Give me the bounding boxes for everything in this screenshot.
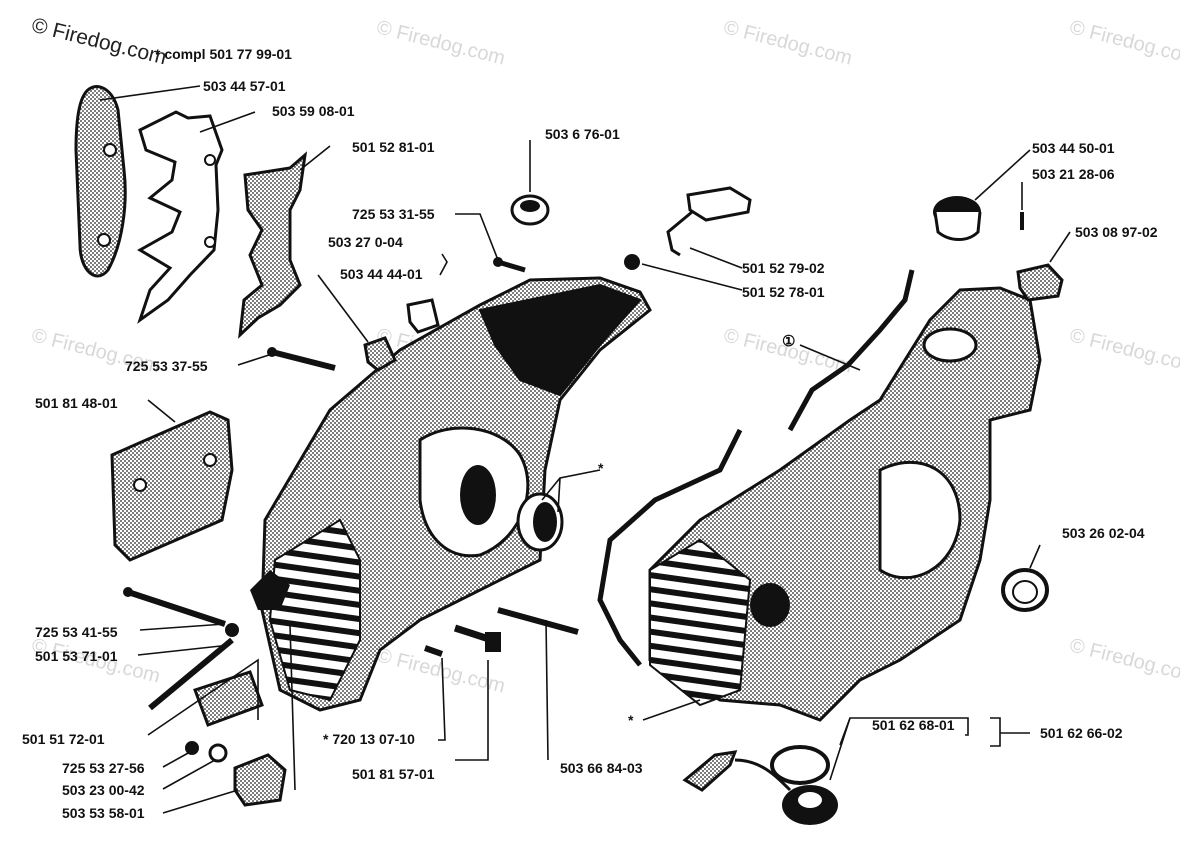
label-501-62-68-01: 501 62 68-01 <box>872 717 955 733</box>
sprocket-cover-plate <box>137 110 224 324</box>
pin-503-66-84-03 <box>497 607 579 635</box>
label-725-53-27-56: 725 53 27-56 <box>62 760 145 776</box>
crankcase-right <box>648 286 1042 722</box>
rubber-buffer-503-44-44-01 <box>363 336 397 372</box>
pin-720-13-07-10 <box>424 645 443 657</box>
label-501-62-66-02: 501 62 66-02 <box>1040 725 1123 741</box>
label-star-mid: * <box>598 460 604 476</box>
guide-plate <box>110 410 234 562</box>
label-501-53-71-01: 501 53 71-01 <box>35 648 118 664</box>
clip-503-08-97-02 <box>1016 263 1064 302</box>
nut-725-53-27-56 <box>185 741 199 755</box>
fuel-cap <box>782 785 838 825</box>
fuel-cap-strap <box>682 750 792 792</box>
grommet-503-6-76-01 <box>510 194 550 226</box>
switch-501-52-79-02 <box>666 186 752 257</box>
label-501-52-81-01: 501 52 81-01 <box>352 139 435 155</box>
label-725-53-41-55: 725 53 41-55 <box>35 624 118 640</box>
label-501-81-57-01: 501 81 57-01 <box>352 766 435 782</box>
label-503-53-58-01: 503 53 58-01 <box>62 805 145 821</box>
label-720-13-07-10: * 720 13 07-10 <box>323 731 415 747</box>
label-503-44-57-01: 503 44 57-01 <box>203 78 286 94</box>
bolt-501-53-71-01 <box>148 623 239 711</box>
label-503-23-00-42: 503 23 00-42 <box>62 782 145 798</box>
cover-plate-left <box>74 85 127 278</box>
washer-503-23-00-42 <box>208 743 228 763</box>
gasket-outer <box>597 428 743 667</box>
label-501-52-79-02: 501 52 79-02 <box>742 260 825 276</box>
label-725-53-31-55: 725 53 31-55 <box>352 206 435 222</box>
screw-725-53-31-55 <box>493 257 526 273</box>
label-star-bottom: * <box>628 712 634 728</box>
bolt-725-53-37-55 <box>267 347 336 371</box>
rubber-buffer-503-27-0-04 <box>406 298 440 334</box>
oil-cap-503-44-50-01 <box>933 196 982 241</box>
leader-lines <box>99 85 1071 814</box>
label-ref-1: ① <box>782 333 796 350</box>
label-503-44-50-01: 503 44 50-01 <box>1032 140 1115 156</box>
bracket-503-53-58-01 <box>233 753 287 807</box>
label-503-44-44-01: 503 44 44-01 <box>340 266 423 282</box>
seal-503-26-02-04 <box>1001 568 1049 612</box>
label-725-53-37-55: 725 53 37-55 <box>125 358 208 374</box>
label-503-27-0-04: 503 27 0-04 <box>328 234 403 250</box>
fuel-cap-ring-501-62-68-01 <box>770 745 830 785</box>
inner-cover-plate <box>238 151 308 339</box>
label-503-6-76-01: 503 6 76-01 <box>545 126 620 142</box>
label-503-08-97-02: 503 08 97-02 <box>1075 224 1158 240</box>
label-501-81-48-01: 501 81 48-01 <box>35 395 118 411</box>
label-501-51-72-01: 501 51 72-01 <box>22 731 105 747</box>
stud-501-81-57-01 <box>453 624 501 652</box>
gasket-1 <box>787 269 915 432</box>
label-503-59-08-01: 503 59 08-01 <box>272 103 355 119</box>
label-503-66-84-03: 503 66 84-03 <box>560 760 643 776</box>
bolt-725-53-41-55 <box>123 587 226 627</box>
label-503-21-28-06: 503 21 28-06 <box>1032 166 1115 182</box>
label-503-26-02-04: 503 26 02-04 <box>1062 525 1145 541</box>
crankcase-left <box>250 276 652 712</box>
plug-501-52-78-01 <box>624 254 640 270</box>
label-compl-501-77-99-01: * compl 501 77 99-01 <box>155 46 292 62</box>
label-501-52-78-01: 501 52 78-01 <box>742 284 825 300</box>
bearing <box>516 492 564 552</box>
